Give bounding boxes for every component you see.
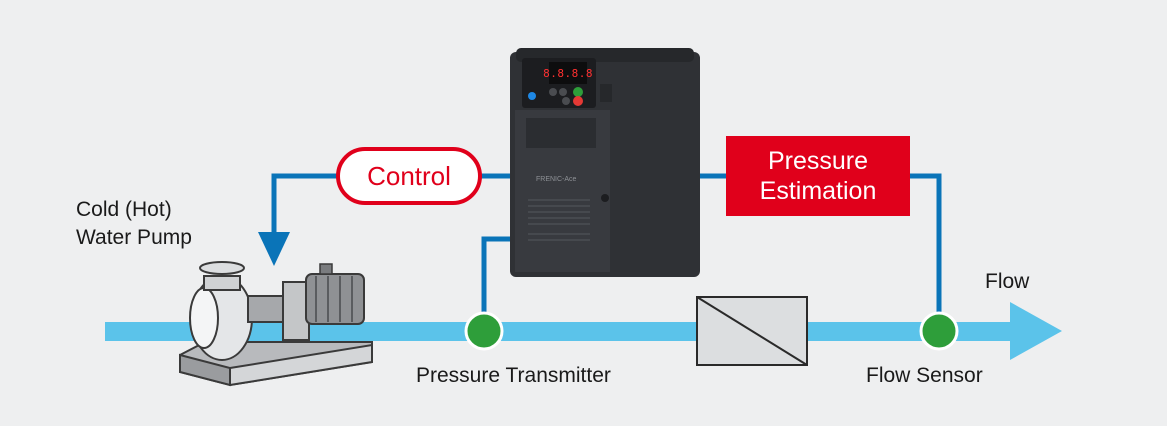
pump-label-line1: Cold (Hot) [76,198,172,221]
pump-icon [179,261,373,387]
pressure-transmitter-label: Pressure Transmitter [416,364,611,387]
inverter-icon [510,48,700,277]
pressure-estimation-box [726,136,910,216]
flow-sensor-label: Flow Sensor [866,364,983,387]
valve-icon [696,296,808,366]
flow-label: Flow [985,270,1030,293]
flow-signal-line [910,173,942,314]
pressure-sensor-icon [464,311,504,351]
pump-label: Cold (Hot) Water Pump [76,196,192,252]
flow-arrow-icon [1010,302,1062,360]
control-label: Control [367,160,451,191]
pressure-estimation-label: Pressure Estimation [726,136,910,216]
inverter-display: 8.8.8.8 [543,66,593,80]
control-box [336,147,482,205]
control-signal-line [271,173,338,232]
pressure-signal-line [481,236,515,314]
inverter-brand-label: FRENIC-Ace [536,176,577,183]
flow-sensor-icon [919,311,959,351]
pressure-estimation-line2: Estimation [759,177,877,205]
control-arrow-icon [258,232,290,266]
pump-label-line2: Water Pump [76,226,192,249]
pressure-estimation-line1: Pressure [767,147,869,175]
